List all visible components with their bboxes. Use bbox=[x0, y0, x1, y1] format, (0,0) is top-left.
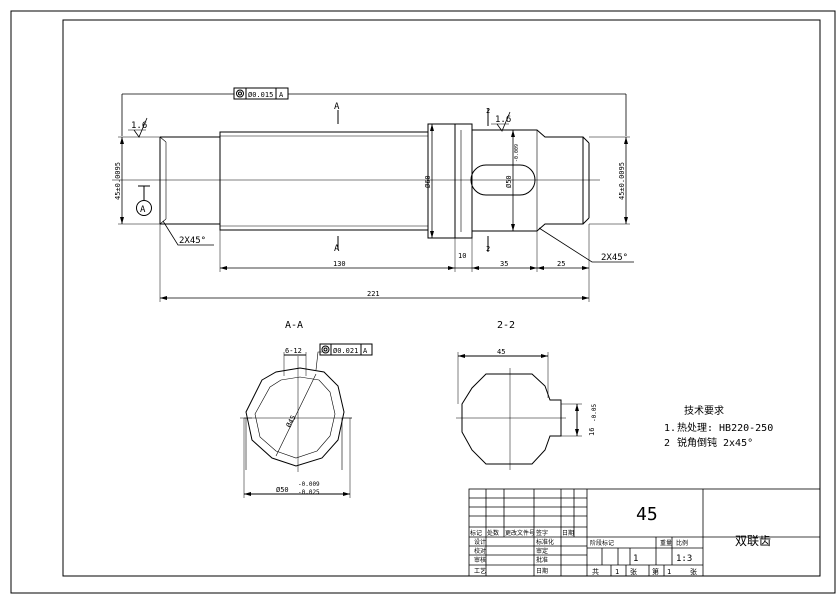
notes-line2-num: 2 bbox=[664, 438, 670, 449]
outer-border bbox=[10, 10, 836, 594]
dim-total: 221 bbox=[367, 290, 380, 298]
dim-key-dia: Ø50 bbox=[505, 175, 513, 188]
tb-left-row-2: 审核 bbox=[474, 556, 486, 564]
concentricity-icon bbox=[236, 89, 244, 98]
tb-left-row-0: 设计 bbox=[474, 538, 486, 546]
concentricity-icon-aa bbox=[321, 345, 330, 354]
section-22-view bbox=[456, 352, 582, 470]
tol-frame-shaft: Ø0.015 A bbox=[233, 87, 289, 100]
section-aa-dia-upper: -0.009 bbox=[298, 481, 320, 488]
dim-key-tol: -0.009 bbox=[514, 144, 520, 162]
keyway-slot bbox=[470, 164, 536, 196]
section-22-height-tol: -0.05 bbox=[591, 404, 598, 422]
tb-mid-row-1: 审定 bbox=[536, 547, 548, 555]
tb-mid-row-0: 标准化 bbox=[536, 538, 554, 546]
dim-left-dia: 45±0.0095 bbox=[114, 162, 122, 200]
section-22-title: 2-2 bbox=[497, 320, 515, 331]
tb-left-row-1: 校对 bbox=[474, 547, 486, 555]
tb-bottom-2: 张 bbox=[630, 567, 637, 576]
tb-bottom-0: 共 bbox=[592, 567, 599, 576]
roughness-left-label: 1.6 bbox=[131, 121, 147, 131]
gear-segment-outline bbox=[472, 129, 584, 232]
tb-bottom-3: 第 bbox=[652, 567, 659, 576]
cut-mark-top: 2 bbox=[486, 107, 490, 115]
section-22-width: 45 bbox=[497, 348, 505, 356]
tb-header-4: 日期 bbox=[562, 529, 574, 537]
tb-right-header-1: 重量 bbox=[660, 539, 672, 547]
section-aa-inner-dia: Ø45 bbox=[285, 414, 298, 429]
collar-outline bbox=[427, 123, 473, 239]
tol-frame-aa: Ø0.021 A bbox=[319, 343, 373, 356]
chamfer-right: 2X45° bbox=[601, 253, 628, 263]
tb-bottom-5: 张 bbox=[690, 567, 697, 576]
tb-left-row-3: 工艺 bbox=[474, 567, 486, 575]
tb-qty: 1 bbox=[633, 554, 638, 564]
dim-25: 25 bbox=[557, 260, 565, 268]
tb-bottom-1: 1 bbox=[615, 568, 619, 576]
spline-section-outline bbox=[219, 131, 429, 231]
part-name: 双联齿 bbox=[735, 534, 771, 548]
tb-header-1: 处数 bbox=[487, 529, 499, 537]
tb-header-2: 更改文件号 bbox=[505, 529, 535, 537]
section-label-top: A bbox=[334, 102, 340, 112]
section-aa-title: A-A bbox=[285, 320, 303, 331]
datum-bubble-label: A bbox=[140, 205, 146, 215]
roughness-icon-left bbox=[133, 117, 148, 138]
left-journal-outline bbox=[160, 136, 221, 225]
section-aa-dia-lower: -0.025 bbox=[298, 489, 320, 496]
chamfer-left: 2X45° bbox=[179, 236, 206, 246]
shaft-view bbox=[112, 108, 600, 252]
notes-line1-num: 1. bbox=[664, 423, 676, 434]
tb-header-3: 签字 bbox=[536, 529, 548, 537]
tol-aa-datum: A bbox=[363, 347, 368, 355]
section-aa-view bbox=[240, 351, 352, 498]
tb-right-header-2: 比例 bbox=[676, 539, 688, 547]
title-block bbox=[468, 488, 821, 577]
section-label-bottom: A bbox=[334, 244, 340, 254]
tb-right-header-0: 阶段标记 bbox=[590, 539, 614, 547]
roughness-right-label: 1.6 bbox=[495, 115, 511, 125]
tol-frame-value: Ø0.015 bbox=[248, 91, 273, 99]
dim-right-dia: 45±0.0095 bbox=[618, 162, 626, 200]
tol-frame-datum: A bbox=[279, 91, 284, 99]
section-22-height: 16 bbox=[588, 428, 596, 436]
cut-mark-bottom: 2 bbox=[486, 245, 490, 253]
notes-heading: 技术要求 bbox=[684, 404, 724, 417]
tb-header-0: 标记 bbox=[470, 529, 482, 537]
tb-mid-row-2: 批准 bbox=[536, 556, 548, 564]
tb-mid-row-3: 日期 bbox=[536, 567, 548, 575]
notes-line2: 锐角倒钝 2x45° bbox=[677, 436, 753, 449]
tb-bottom-4: 1 bbox=[667, 568, 671, 576]
section-aa-slot-width: 6-12 bbox=[285, 347, 302, 355]
dim-130: 130 bbox=[333, 260, 346, 268]
section-aa-dia-main: Ø50 bbox=[276, 486, 289, 494]
datum-marker bbox=[136, 185, 152, 216]
material-label: 45 bbox=[636, 504, 658, 525]
dim-center-dia: Ø60 bbox=[424, 175, 432, 188]
tol-aa-value: Ø0.021 bbox=[333, 347, 358, 355]
tb-scale: 1:3 bbox=[676, 554, 692, 564]
inner-border bbox=[62, 19, 821, 577]
dim-10: 10 bbox=[458, 252, 466, 260]
dim-35: 35 bbox=[500, 260, 508, 268]
notes-line1: 热处理: HB220-250 bbox=[677, 421, 773, 434]
roughness-icon-right bbox=[496, 111, 511, 132]
